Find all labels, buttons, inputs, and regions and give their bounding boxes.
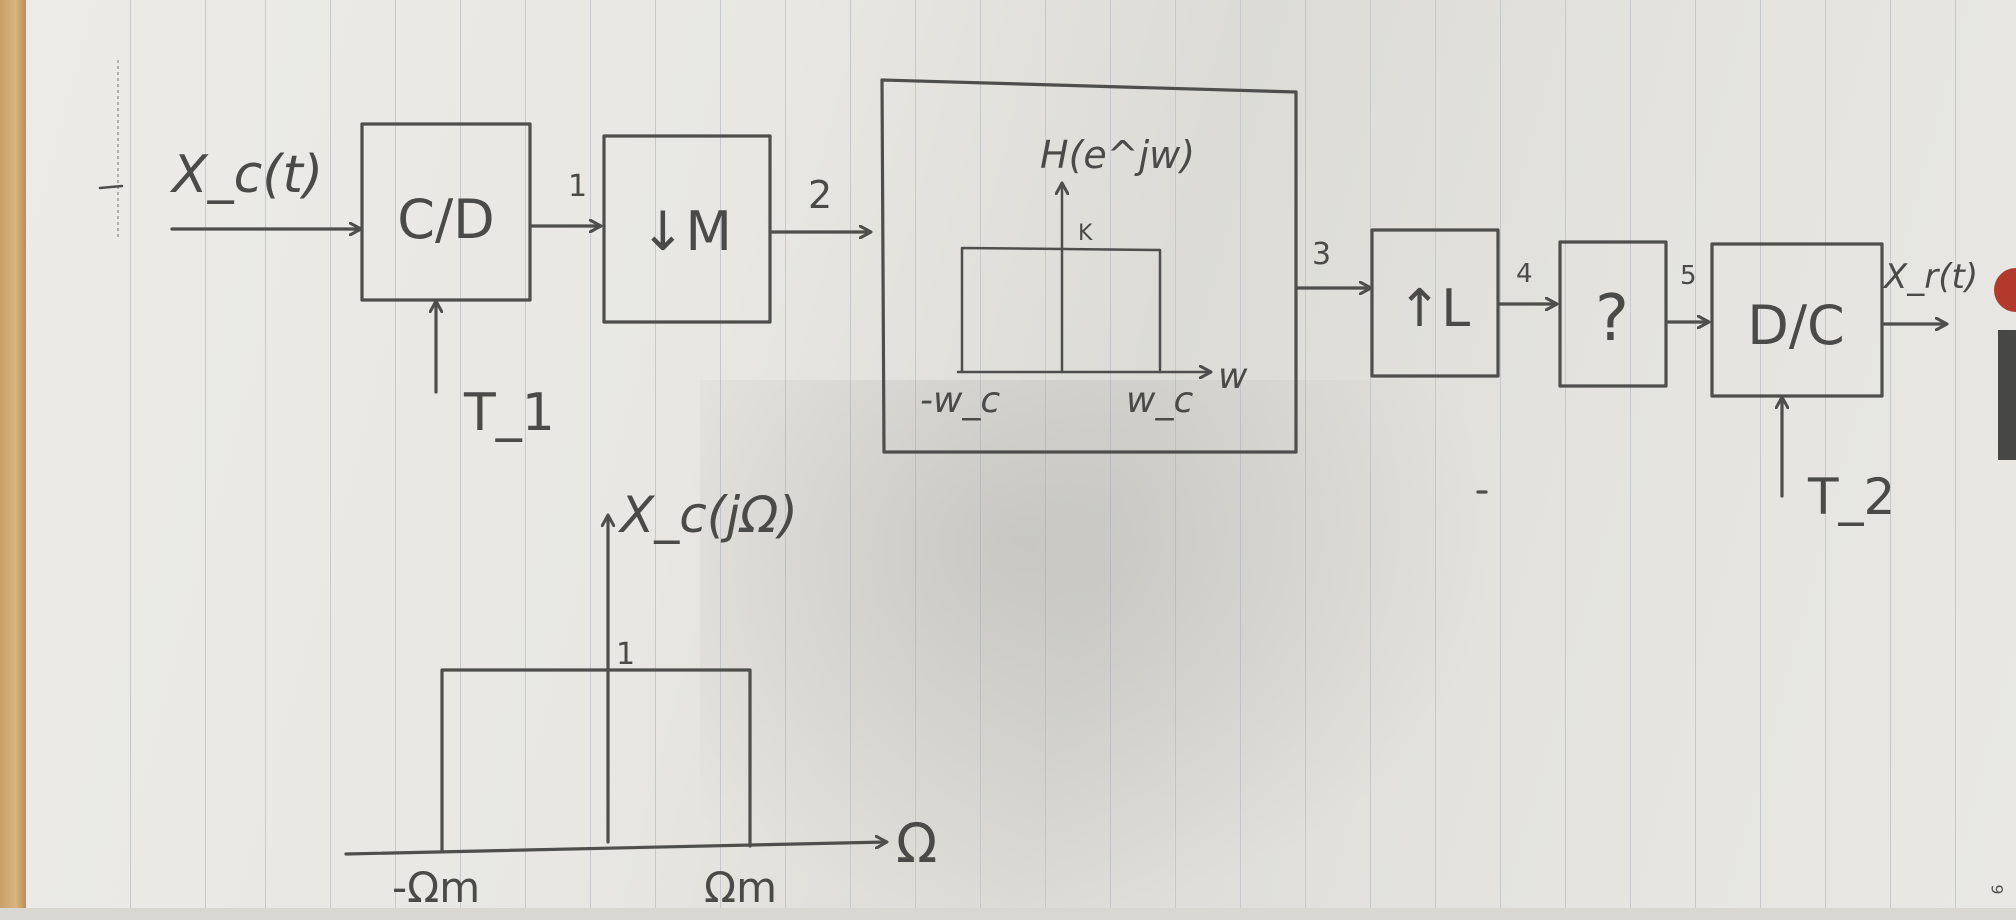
- input-signal-label: X_c(t): [169, 145, 323, 205]
- upsample-label: ↑L: [1398, 279, 1471, 339]
- page-number: 9: [1987, 884, 2007, 895]
- filter-passband: [960, 246, 1162, 374]
- unknown-block: ?: [1558, 240, 1668, 388]
- dc-label: D/C: [1747, 294, 1844, 357]
- red-edge-mark: [1994, 268, 2016, 312]
- node-label-4: 4: [1516, 259, 1533, 289]
- margin-marks: [98, 60, 124, 240]
- cd-block: C/D T_1: [360, 122, 555, 443]
- spectrum-axis-label: Ω: [896, 812, 937, 875]
- node-label-1: 1: [568, 169, 587, 204]
- spectrum-left-edge: -Ωm: [392, 863, 480, 908]
- filter-gain-label: K: [1078, 221, 1093, 246]
- node-label-5: 5: [1680, 261, 1697, 291]
- t2-label: T_2: [1807, 468, 1895, 526]
- output-signal-label: X_r(t): [1882, 257, 1978, 297]
- spectrum-height-label: 1: [616, 637, 635, 672]
- filter-left-cutoff: -w_c: [920, 380, 1000, 421]
- input-spectrum-sketch: X_c(jΩ) 1 Ω -Ωm Ωm: [344, 486, 937, 908]
- spectrum-right-edge: Ωm: [704, 863, 777, 908]
- downsample-label: ↓M: [640, 200, 732, 263]
- desk-edge: [0, 0, 26, 908]
- cd-label: C/D: [397, 188, 494, 251]
- filter-block: H(e^jw) K w -w_c w_c: [880, 78, 1298, 454]
- node-label-3: 3: [1312, 237, 1331, 272]
- dc-block: D/C T_2: [1710, 242, 1895, 526]
- unknown-label: ?: [1595, 282, 1629, 356]
- notebook-page: [26, 0, 2016, 908]
- dark-edge-mark: [1998, 330, 2016, 460]
- downsample-block: ↓M: [602, 134, 772, 324]
- spectrum-horizontal-axis: [344, 842, 886, 856]
- t1-label: T_1: [463, 383, 555, 443]
- node-label-2: 2: [808, 173, 832, 217]
- filter-title: H(e^jw): [1040, 133, 1195, 177]
- filter-axis-label: w: [1218, 356, 1248, 397]
- upsample-block: ↑L: [1370, 228, 1500, 378]
- spectrum-title: X_c(jΩ): [617, 486, 798, 544]
- filter-right-cutoff: w_c: [1126, 380, 1193, 421]
- spectrum-rectangle: [440, 668, 752, 852]
